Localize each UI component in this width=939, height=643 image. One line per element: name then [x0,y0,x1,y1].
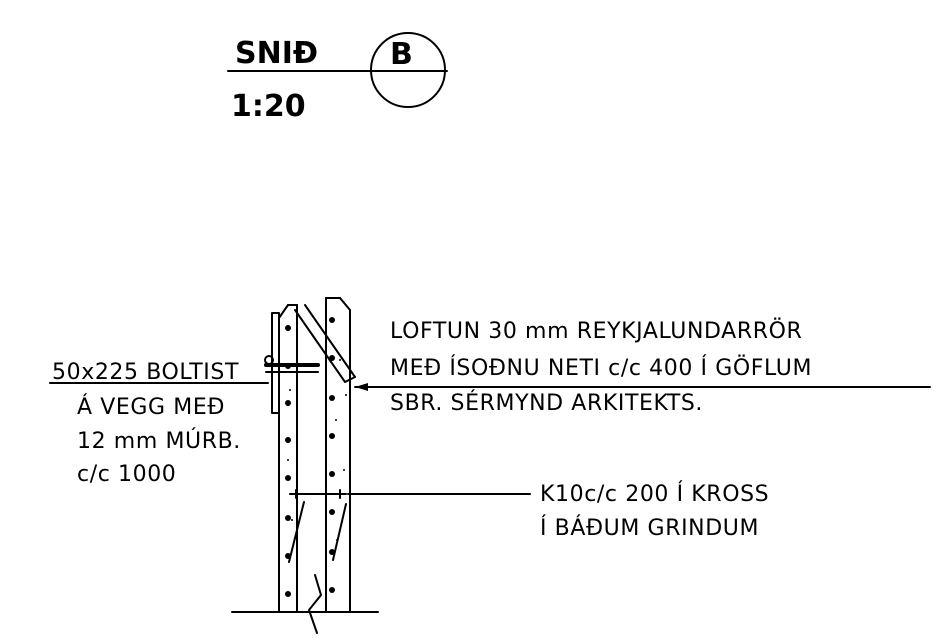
leaders [49,382,931,495]
section-label: SNIÐ [235,36,318,71]
vent-pipe-end [344,376,356,383]
loftun-line-2: MEÐ ÍSOÐNU NETI c/c 400 Í GÖFLUM [390,355,812,381]
loftun-line-1: LOFTUN 30 mm REYKJALUNDARRÖR [390,318,802,344]
rebar-dots [285,317,335,597]
diagonal-tie-left [288,501,305,563]
boltist-line-1: 50x225 BOLTIST [52,360,239,385]
section-marker-letter: B [390,37,413,72]
annotation-boltist: 50x225 BOLTIST Á VEGG MEÐ 12 mm MÚRB. c/… [52,360,241,487]
concrete-stipple [287,359,347,541]
vent-pipe-lower [304,304,356,378]
right-wythe-chamfer [339,297,351,311]
boltist-line-3: 12 mm MÚRB. [77,428,241,454]
left-wythe-chamfer [278,304,289,319]
break-mark [308,574,322,634]
loftun-line-3: SBR. SÉRMYND ARKITEKTS. [390,390,703,416]
scale-label: 1:20 [231,89,306,124]
boltist-line-2: Á VEGG MEÐ [77,394,225,420]
kross-line-1: K10c/c 200 Í KROSS [540,481,769,507]
bolt-head [264,355,274,365]
boltist-line-4: c/c 1000 [77,462,176,487]
wall-section [231,297,379,634]
annotation-kross: K10c/c 200 Í KROSS Í BÁÐUM GRINDUM [540,481,769,541]
loftun-leader-arrow [355,383,368,391]
diagonal-tie-right [332,503,347,561]
title-block: SNIÐ B 1:20 [227,32,448,124]
section-marker-circle [370,32,446,108]
kross-line-2: Í BÁÐUM GRINDUM [540,515,759,541]
vent-pipe-upper [294,309,346,383]
annotation-loftun: LOFTUN 30 mm REYKJALUNDARRÖR MEÐ ÍSOÐNU … [390,318,812,416]
